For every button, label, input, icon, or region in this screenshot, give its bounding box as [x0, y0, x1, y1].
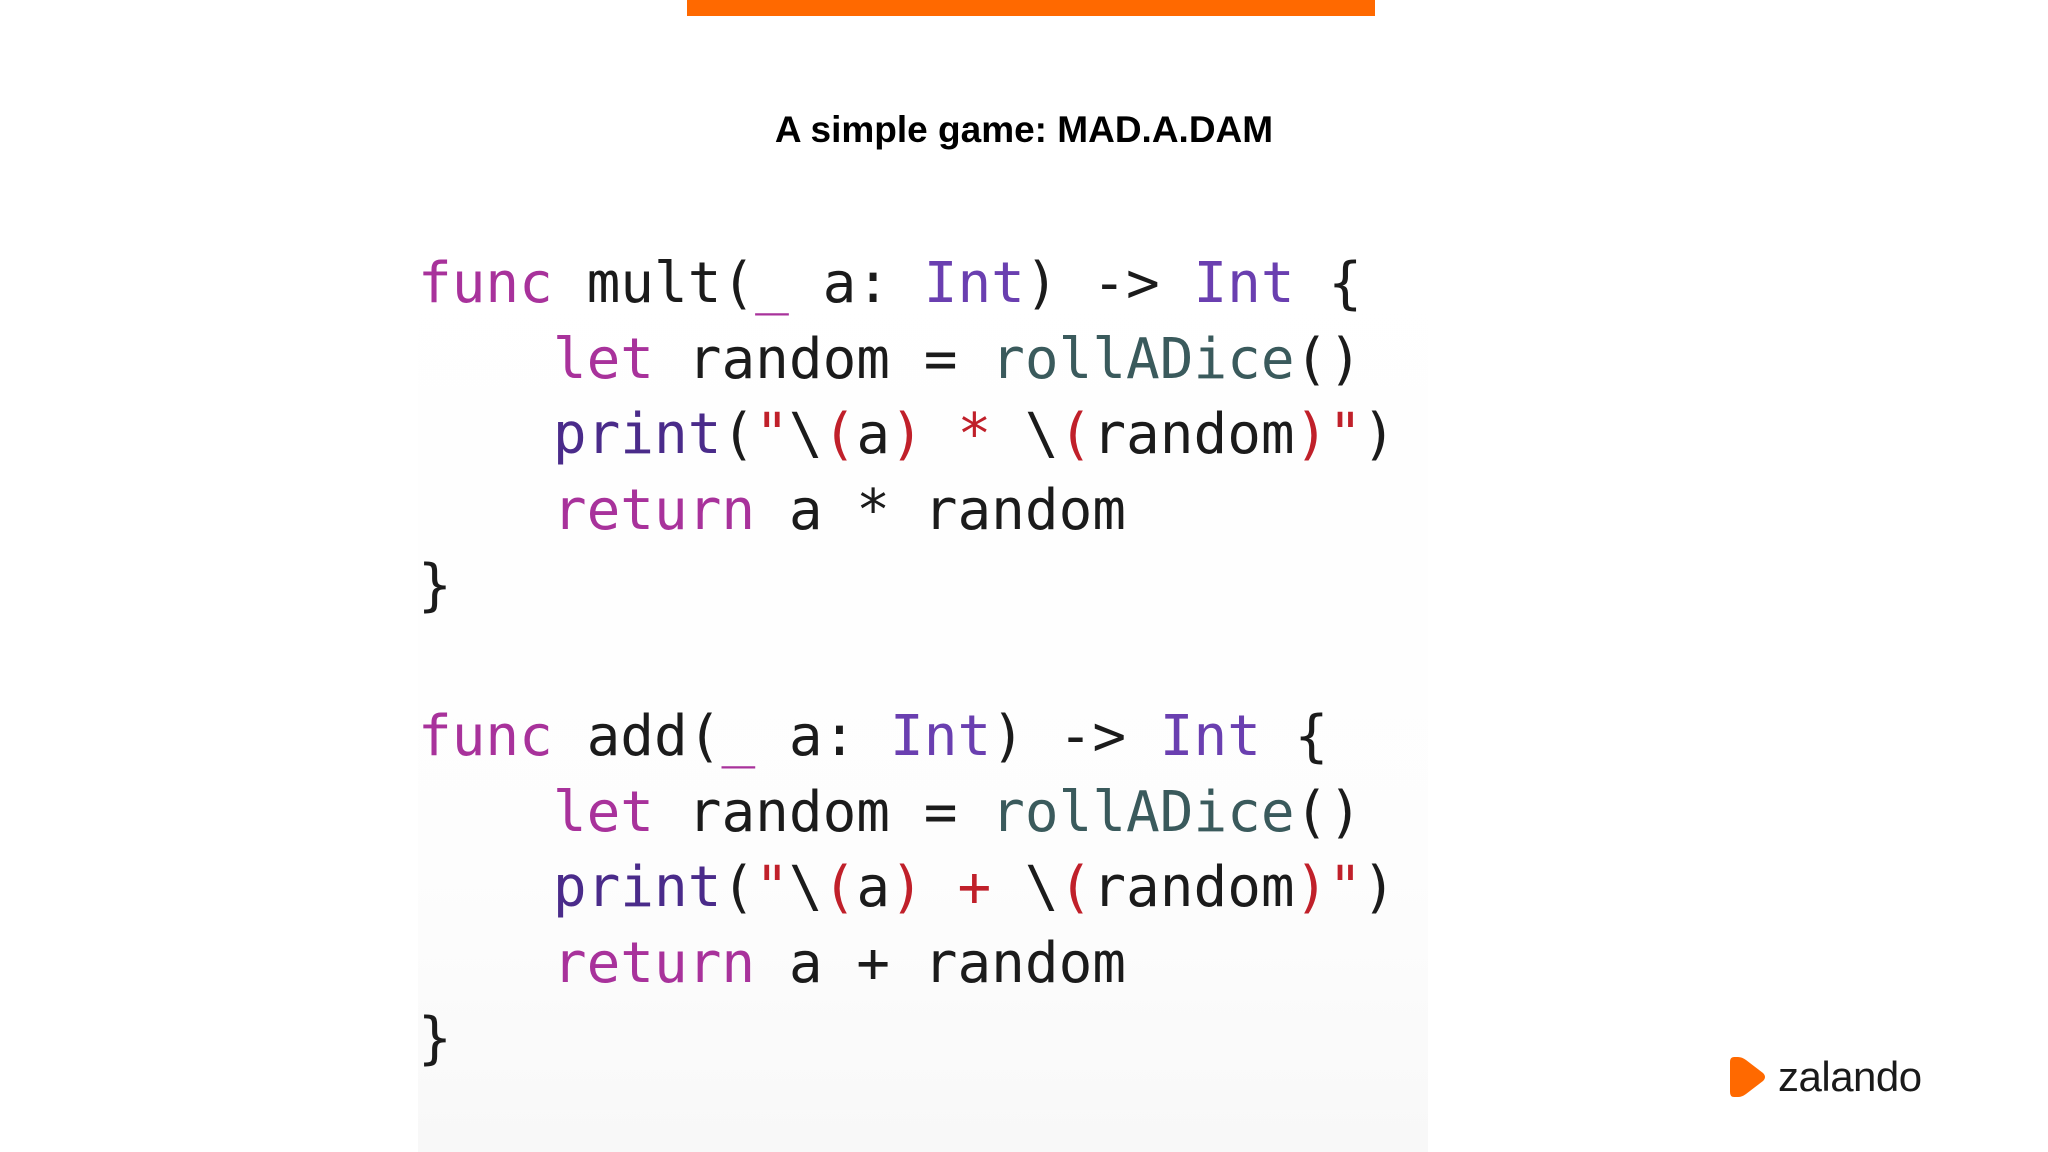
code-line: return a * random	[418, 473, 1396, 549]
code-line: let random = rollADice()	[418, 322, 1396, 398]
code-snippet-image: func mult(_ a: Int) -> Int { let random …	[418, 230, 1428, 1152]
code-token-punct: ) ->	[1024, 251, 1194, 316]
zalando-logo-icon	[1730, 1057, 1765, 1097]
slide-title: A simple game: MAD.A.DAM	[774, 109, 1274, 150]
code-indent	[418, 931, 553, 996]
code-indent	[418, 780, 553, 845]
code-token-ident: a * random	[755, 477, 1127, 543]
code-token-punct: \	[1024, 855, 1059, 920]
code-token-ident: random	[1092, 855, 1295, 920]
code-token-ident: random	[1092, 402, 1295, 467]
code-token-ident	[553, 251, 587, 316]
code-token-keyword: func	[418, 251, 553, 316]
code-line: let random = rollADice()	[418, 775, 1396, 851]
code-token-ident: a:	[755, 704, 891, 769]
code-token-str: "	[755, 855, 789, 920]
code-token-punct: ) ->	[991, 704, 1160, 769]
code-token-ident: random =	[654, 779, 992, 845]
code-token-ident: random =	[654, 326, 992, 392]
code-line	[418, 624, 1396, 700]
code-token-punct: ()	[1294, 779, 1363, 845]
code-token-punct: ()	[1294, 326, 1363, 392]
code-token-str: (	[822, 855, 857, 920]
code-line: }	[418, 548, 1396, 624]
code-token-keyword: return	[552, 930, 756, 996]
code-token-ident: a + random	[755, 930, 1127, 996]
top-accent-bar	[687, 0, 1375, 16]
code-token-punct: (	[687, 704, 722, 769]
code-token-keyword: let	[552, 326, 655, 392]
code-block: func mult(_ a: Int) -> Int { let random …	[418, 246, 1396, 1077]
code-token-str: (	[822, 402, 857, 467]
code-token-func: rollADice	[991, 326, 1295, 392]
code-token-str: ) *	[890, 402, 1025, 467]
code-token-keyword: return	[552, 477, 756, 543]
code-token-ident: add	[586, 704, 688, 769]
code-token-punct: {	[1260, 704, 1329, 769]
code-token-punct: \	[788, 855, 823, 920]
code-token-punct: (	[721, 251, 756, 316]
code-token-punct: )	[1362, 855, 1396, 920]
code-token-type: Int	[923, 251, 1025, 316]
code-token-keyword: let	[552, 779, 655, 845]
code-line: return a + random	[418, 926, 1396, 1002]
code-line: }	[418, 1001, 1396, 1077]
code-token-ident: a:	[788, 251, 924, 316]
code-token-str: (	[1058, 402, 1093, 467]
code-token-keyword: _	[755, 251, 789, 316]
code-token-str: )"	[1294, 402, 1363, 467]
code-line: print("\(a) + \(random)")	[418, 850, 1396, 926]
code-token-keyword: func	[418, 704, 553, 769]
code-token-punct: (	[721, 402, 756, 467]
code-indent	[418, 402, 553, 467]
code-token-punct: (	[721, 855, 756, 920]
code-token-type: Int	[890, 704, 992, 769]
code-token-ident: mult	[586, 251, 722, 316]
brand-mark: zalando	[1728, 1052, 1922, 1102]
code-token-str: ) +	[890, 855, 1025, 920]
code-token-type: Int	[1159, 704, 1261, 769]
code-token-call: print	[552, 855, 722, 920]
code-indent	[418, 327, 553, 392]
code-token-punct: )	[1362, 402, 1396, 467]
code-token-type: Int	[1193, 251, 1295, 316]
code-token-ident	[553, 704, 587, 769]
code-token-func: rollADice	[991, 779, 1295, 845]
code-token-ident: a	[856, 402, 891, 467]
code-token-punct: }	[418, 1006, 452, 1071]
code-token-punct: {	[1294, 251, 1363, 316]
code-line: print("\(a) * \(random)")	[418, 397, 1396, 473]
code-token-str: (	[1058, 855, 1093, 920]
code-line: func add(_ a: Int) -> Int {	[418, 699, 1396, 775]
code-token-punct: \	[1024, 402, 1059, 467]
code-token-keyword: _	[721, 704, 756, 769]
code-indent	[418, 855, 553, 920]
code-line: func mult(_ a: Int) -> Int {	[418, 246, 1396, 322]
code-token-str: )"	[1294, 855, 1363, 920]
code-indent	[418, 478, 553, 543]
code-token-str: "	[755, 402, 789, 467]
code-token-punct: }	[418, 553, 452, 618]
code-token-punct: \	[788, 402, 823, 467]
code-token-ident: a	[856, 855, 891, 920]
code-token-call: print	[552, 402, 722, 467]
brand-name: zalando	[1778, 1053, 1922, 1100]
